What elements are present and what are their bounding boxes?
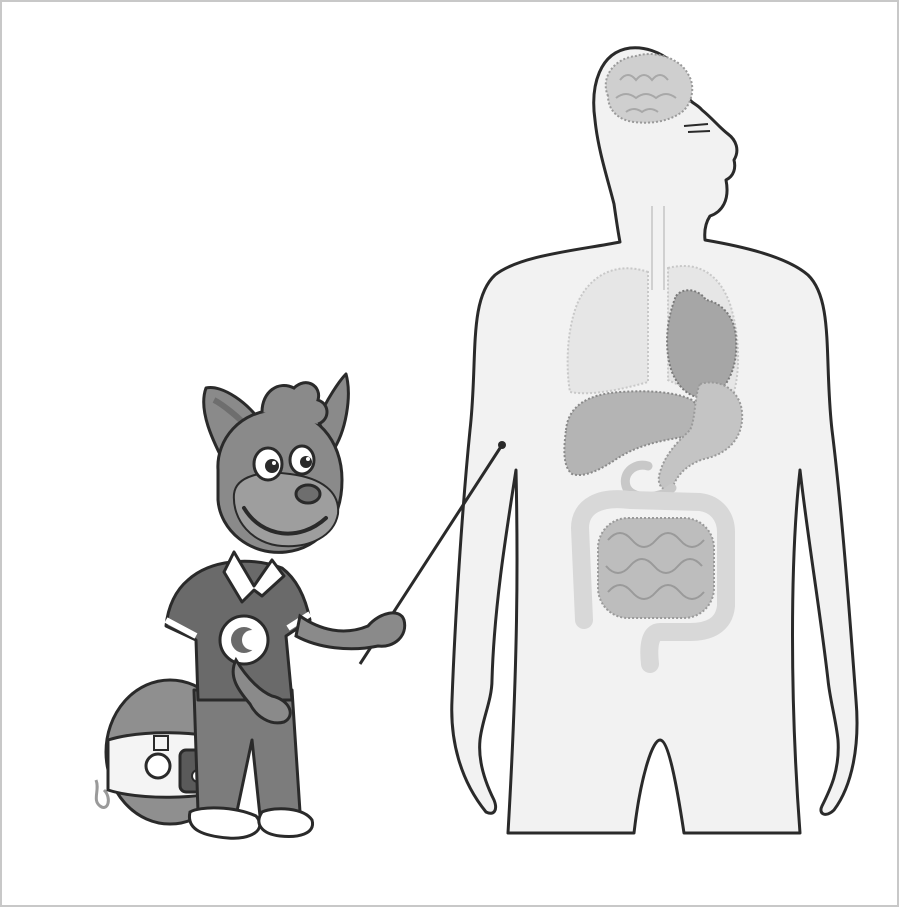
mascot-legs — [189, 690, 312, 838]
cartoon-mascot-icon — [204, 374, 349, 552]
brain — [606, 54, 693, 123]
mascot-right-arm — [296, 613, 405, 649]
small-intestine — [598, 518, 714, 618]
